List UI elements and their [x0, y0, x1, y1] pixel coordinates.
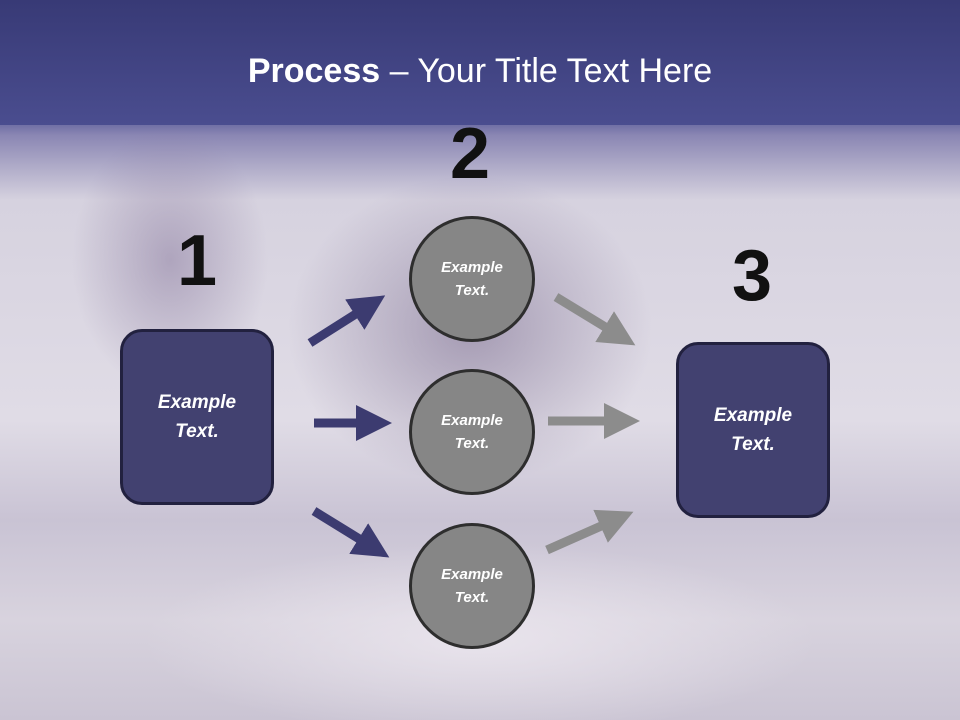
right-text-box[interactable]: Example Text.	[676, 342, 830, 518]
right-box-line2: Text.	[731, 434, 775, 455]
step-number-2: 2	[450, 114, 491, 194]
circle-middle-line2: Text.	[454, 435, 490, 452]
title-bold: Process	[247, 52, 381, 90]
circle-top-line2: Text.	[454, 282, 490, 299]
right-box-line1: Example	[713, 405, 793, 426]
circle-bottom-line2: Text.	[454, 589, 490, 606]
title-rest: – Your Title Text Here	[380, 52, 713, 90]
left-text-box[interactable]: Example Text.	[120, 329, 274, 505]
left-box-line2: Text.	[175, 421, 219, 442]
title-bar	[0, 0, 960, 125]
slide-title[interactable]: Process – Your Title Text Here	[0, 52, 960, 91]
arrow-left-up	[307, 295, 386, 347]
step-number-1: 1	[177, 221, 218, 301]
arrow-left-down	[311, 507, 390, 558]
arrow-right-down	[553, 293, 636, 346]
circle-bottom-line1: Example	[441, 566, 503, 583]
left-box-line1: Example	[157, 392, 237, 413]
circle-middle[interactable]: Example Text.	[409, 369, 535, 495]
circle-top-line1: Example	[441, 259, 503, 276]
arrow-right-up	[545, 509, 634, 555]
circle-top[interactable]: Example Text.	[409, 216, 535, 342]
step-number-3: 3	[732, 236, 773, 316]
circle-middle-line1: Example	[441, 412, 503, 429]
circle-bottom[interactable]: Example Text.	[409, 523, 535, 649]
